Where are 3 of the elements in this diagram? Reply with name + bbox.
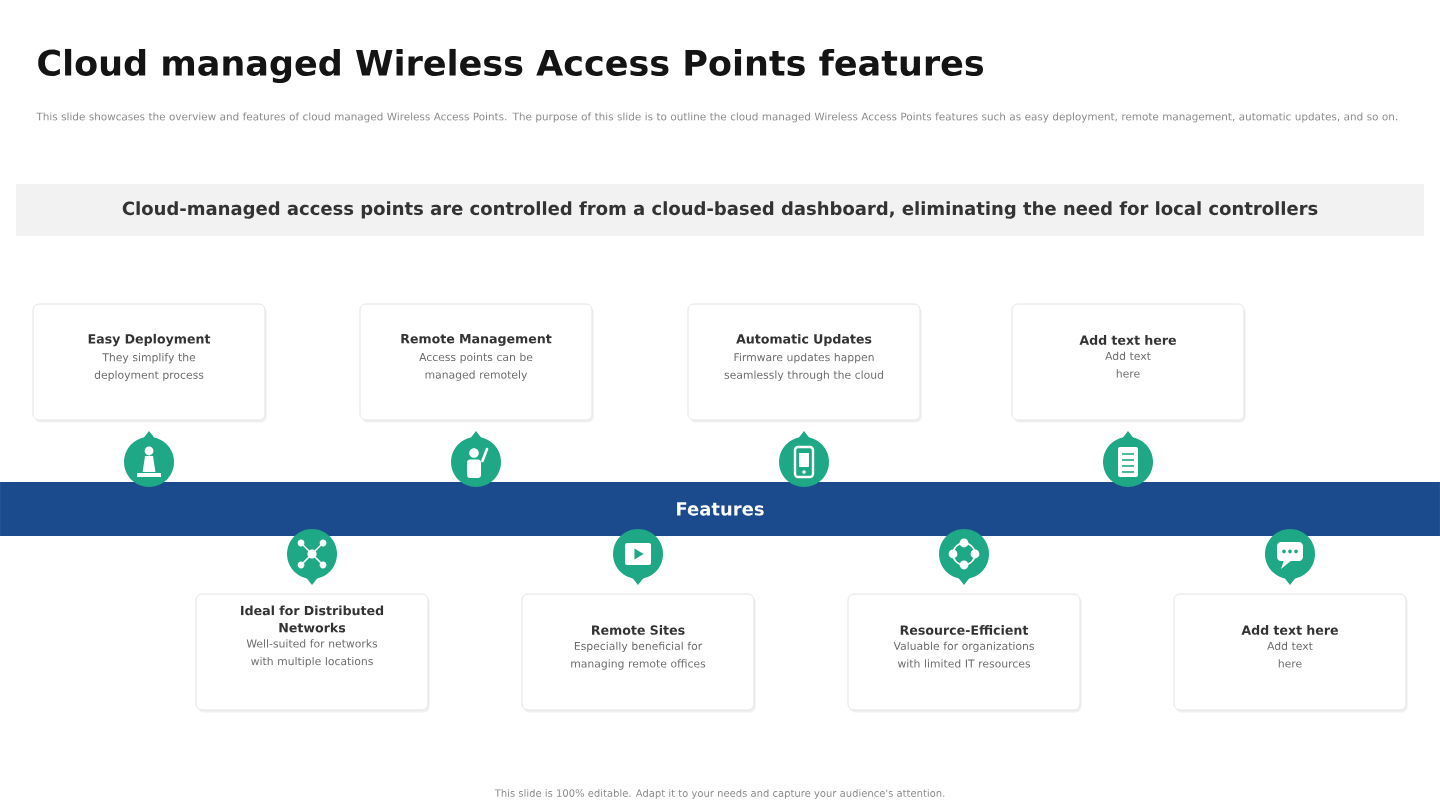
banner: Cloud-managed access points are controlled from a cloud-based dashboard, eliminating the need for local controllers [16,184,1424,236]
band: Features [0,482,1440,536]
title: Cloud managed Wireless Access Points features [38,48,983,84]
